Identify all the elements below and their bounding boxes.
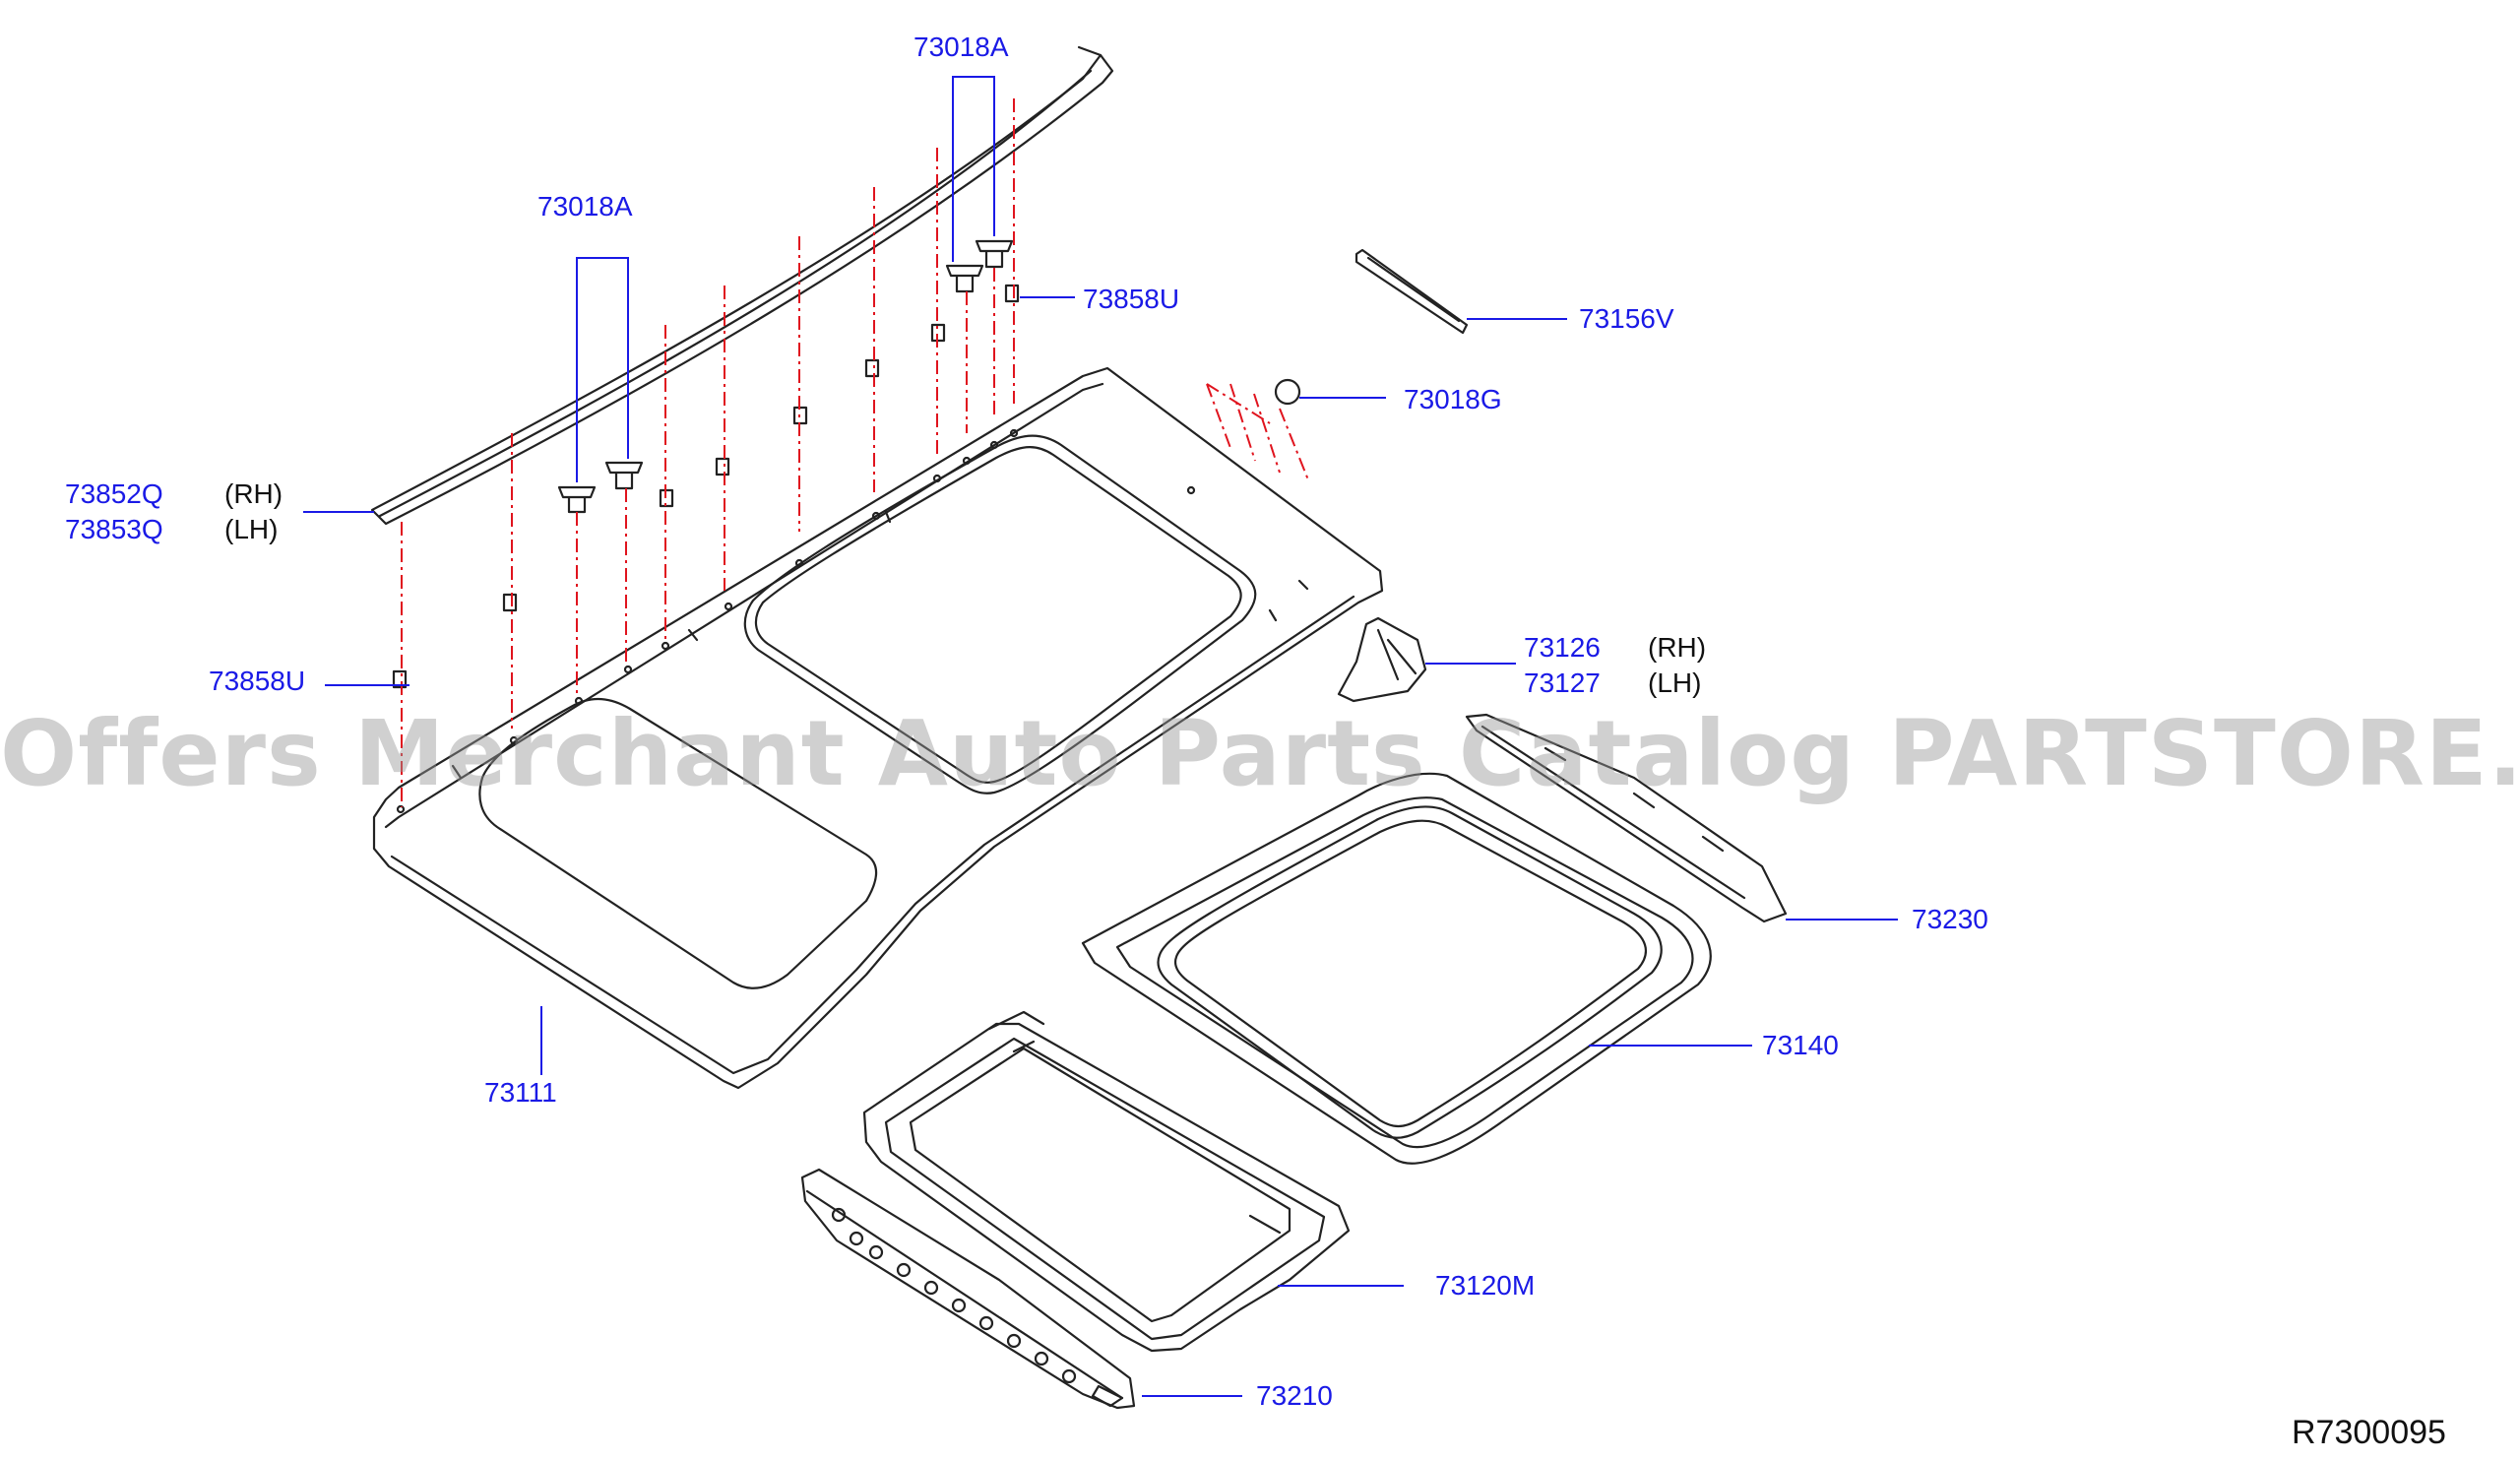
part-label-73126[interactable]: 73126: [1524, 632, 1601, 663]
side-label-rh: (RH): [1648, 632, 1707, 663]
part-label-73853q[interactable]: 73853Q: [65, 514, 163, 544]
part-label-73230[interactable]: 73230: [1912, 904, 1988, 934]
part-label-73858u-left[interactable]: 73858U: [209, 666, 306, 696]
clips-and-bolts: [392, 239, 1301, 689]
part-label-73018g[interactable]: 73018G: [1404, 384, 1502, 414]
part-label-73210[interactable]: 73210: [1256, 1380, 1333, 1411]
part-label-73127[interactable]: 73127: [1524, 667, 1601, 698]
part-label-73018a-mid[interactable]: 73018A: [537, 191, 633, 222]
attachment-dash-lines: [401, 98, 1310, 807]
bracket-73126: [1337, 616, 1427, 703]
roof-panel: [372, 366, 1384, 1090]
part-label-73852q[interactable]: 73852Q: [65, 478, 163, 509]
part-label-73156v[interactable]: 73156V: [1579, 303, 1674, 334]
side-label-lh: (LH): [224, 514, 279, 544]
bracket-73156v: [1354, 248, 1469, 335]
part-label-73858u-right[interactable]: 73858U: [1083, 284, 1180, 314]
part-label-73120m[interactable]: 73120M: [1435, 1270, 1536, 1301]
roof-bow-73230: [1465, 713, 1788, 923]
leader-lines: [303, 76, 1898, 1397]
part-label-73111[interactable]: 73111: [484, 1077, 557, 1108]
sunroof-frame-73140: [1081, 772, 1712, 1165]
front-header-73210: [800, 1168, 1136, 1410]
side-label-rh: (RH): [224, 478, 284, 509]
side-label-lh: (LH): [1648, 667, 1702, 698]
sunroof-frame-73120m: [862, 1010, 1351, 1353]
roof-rail-molding: [370, 45, 1114, 526]
part-label-73140[interactable]: 73140: [1762, 1030, 1839, 1060]
watermark: Offers Merchant Auto Parts Catalog PARTS…: [0, 701, 2520, 806]
diagram-code: R7300095: [2292, 1414, 2446, 1451]
part-label-73018a-top[interactable]: 73018A: [914, 32, 1009, 62]
